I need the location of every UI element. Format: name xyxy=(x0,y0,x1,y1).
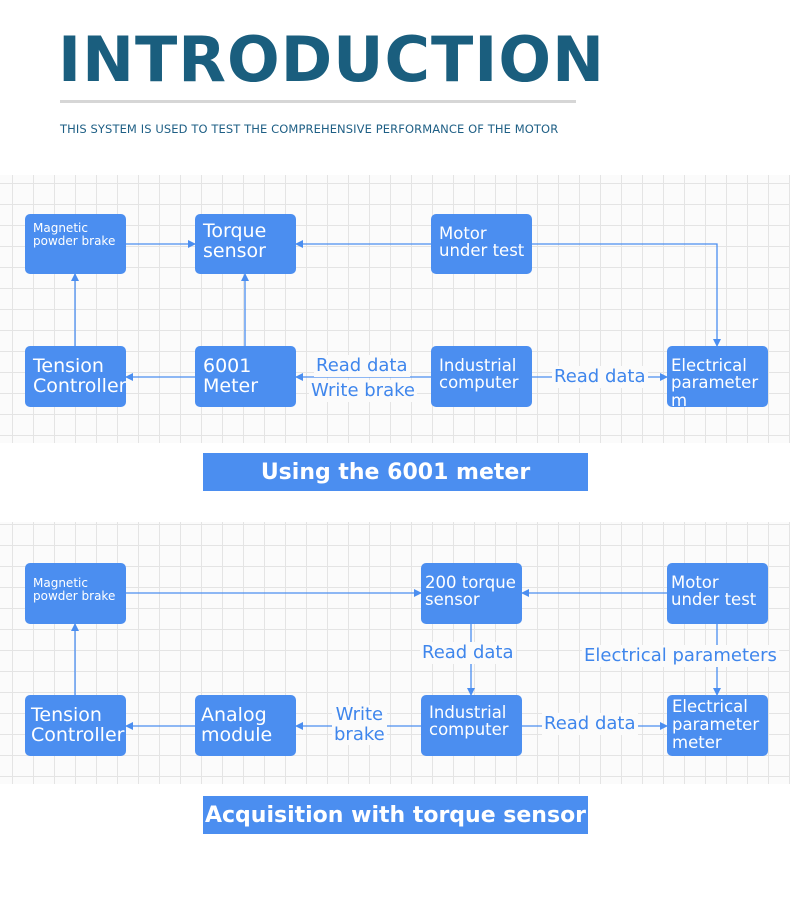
d1-node-tension-controller: Tension Controller xyxy=(25,346,126,407)
d2-caption-banner: Acquisition with torque sensor xyxy=(203,796,588,834)
page-title: INTRODUCTION xyxy=(58,23,605,96)
d1-node-electrical-parameter: Electrical parameter m xyxy=(667,346,768,407)
d2-node-industrial-computer: Industrial computer xyxy=(421,695,522,756)
d2-node-analog-module: Analog module xyxy=(195,695,296,756)
d1-node-motor-under-test: Motor under test xyxy=(431,214,532,274)
d2-node-electrical-parameter-meter: Electrical parameter meter xyxy=(667,695,768,756)
d2-node-200-torque-sensor: 200 torque sensor xyxy=(421,563,522,624)
d1-caption-banner: Using the 6001 meter xyxy=(203,453,588,491)
d2-label-read-data: Read data xyxy=(420,642,516,664)
d2-node-motor-under-test: Motor under test xyxy=(667,563,768,624)
d2-label-electrical-parameters: Electrical parameters xyxy=(582,645,779,667)
d1-node-6001-meter: 6001 Meter xyxy=(195,346,296,407)
d1-label-read-data: Read data xyxy=(314,355,410,377)
d2-node-magnetic-powder-brake: Magnetic powder brake xyxy=(25,563,126,624)
title-divider xyxy=(60,100,576,103)
page-subtitle: THIS SYSTEM IS USED TO TEST THE COMPREHE… xyxy=(60,122,559,136)
d1-node-torque-sensor: Torque sensor xyxy=(195,214,296,274)
d1-label-write-brake: Write brake xyxy=(309,380,417,402)
d2-label-write-brake: Write brake xyxy=(332,704,387,745)
d2-node-tension-controller: Tension Controller xyxy=(25,695,126,756)
d1-node-magnetic-powder-brake: Magnetic powder brake xyxy=(25,214,126,274)
d2-label-read-data-electrical: Read data xyxy=(542,713,638,735)
d1-node-industrial-computer: Industrial computer xyxy=(431,346,532,407)
d1-label-read-data-electrical: Read data xyxy=(552,366,648,388)
